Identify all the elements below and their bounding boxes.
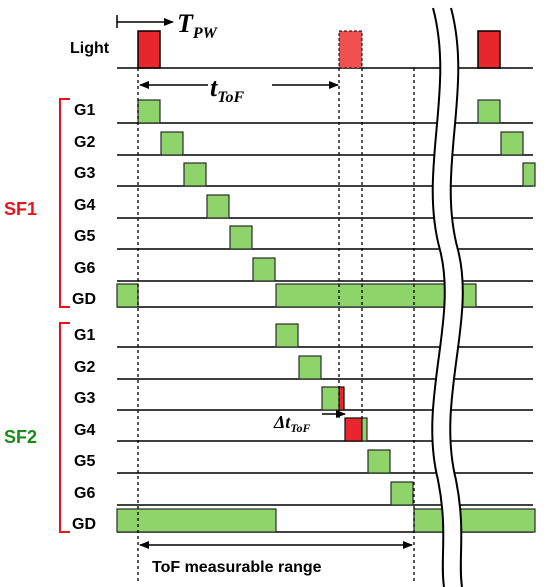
light-pulse-reflected bbox=[338, 30, 363, 69]
sf2-bracket bbox=[59, 322, 70, 533]
baselines bbox=[117, 122, 533, 533]
sf2-gate-label-g4: G4 bbox=[74, 422, 95, 439]
t-pw-annotation: TPW bbox=[116, 9, 219, 42]
sf2-gate-label-g3: G3 bbox=[74, 390, 95, 407]
sf1-g2-pulse bbox=[160, 131, 184, 156]
sf1-gate-label-g4: G4 bbox=[74, 197, 95, 214]
light-signal bbox=[117, 30, 533, 69]
range-label: ToF measurable range bbox=[152, 559, 322, 576]
sf1-g2-pulse-repeat bbox=[500, 131, 524, 156]
overlap-highlights bbox=[338, 386, 363, 442]
t-pw-label: TPW bbox=[177, 9, 219, 42]
sf2-gate-label-g2: G2 bbox=[74, 359, 95, 376]
sf2-gate-label-g5: G5 bbox=[74, 453, 95, 470]
sf2-g6-pulse bbox=[390, 481, 414, 506]
time-break bbox=[431, 7, 464, 587]
sf1-g6-pulse bbox=[252, 257, 276, 282]
measurable-range: ToF measurable range bbox=[139, 541, 413, 576]
sf1-gate-pulses bbox=[116, 99, 536, 308]
sf1-gd-pulse-main bbox=[275, 283, 477, 308]
sf2-gate-label-gd: GD bbox=[72, 516, 96, 533]
delta-t-tof-annotation: ΔtToF bbox=[273, 410, 346, 435]
sf1-gate-label-g3: G3 bbox=[74, 165, 95, 182]
light-pulse-2 bbox=[477, 30, 501, 69]
delta-t-tof-label: ΔtToF bbox=[273, 412, 311, 435]
g3-overlap bbox=[338, 386, 345, 411]
t-tof-label: tToF bbox=[210, 73, 245, 106]
sf1-gate-label-g6: G6 bbox=[74, 260, 95, 277]
sf2-label: SF2 bbox=[4, 427, 37, 447]
sf1-gate-label-gd: GD bbox=[72, 291, 96, 308]
sf1-gate-label-g5: G5 bbox=[74, 228, 95, 245]
light-pulse-1 bbox=[137, 30, 161, 69]
sf1-gd-pulse-left bbox=[116, 283, 139, 308]
dotted-guides bbox=[137, 68, 415, 582]
sf2-g1-pulse bbox=[275, 323, 299, 348]
sf2-gate-pulses bbox=[116, 323, 536, 533]
sf1-g3-pulse-repeat bbox=[522, 162, 536, 187]
sf1-g1-pulse bbox=[137, 99, 161, 124]
sf1-g4-pulse bbox=[206, 194, 230, 219]
t-tof-annotation: tToF bbox=[139, 73, 339, 106]
sf1-bracket bbox=[59, 98, 70, 308]
sf2-g2-pulse bbox=[298, 355, 322, 380]
sf1-gate-label-g2: G2 bbox=[74, 134, 95, 151]
sf1-g1-pulse-repeat bbox=[477, 99, 501, 124]
g4-overlap bbox=[344, 417, 363, 442]
sf1-gate-label-g1: G1 bbox=[74, 102, 95, 119]
sf1-label: SF1 bbox=[4, 199, 37, 219]
sf2-gate-label-g1: G1 bbox=[74, 327, 95, 344]
sf1-g5-pulse bbox=[229, 225, 253, 250]
sf2-gate-label-g6: G6 bbox=[74, 485, 95, 502]
sf2-g5-pulse bbox=[367, 449, 391, 474]
light-label: Light bbox=[70, 40, 110, 57]
sf2-gd-pulse-right bbox=[413, 508, 536, 533]
sf2-gd-pulse-left bbox=[116, 508, 277, 533]
sf1-g3-pulse bbox=[183, 162, 207, 187]
